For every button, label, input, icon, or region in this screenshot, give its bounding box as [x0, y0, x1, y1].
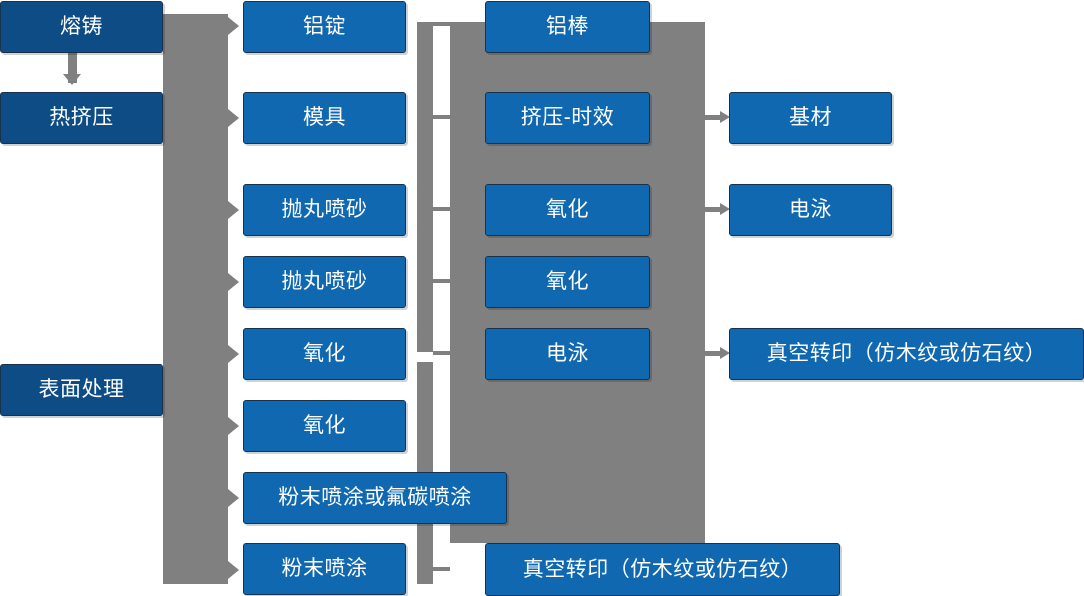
node-label: 氧化 [546, 198, 589, 222]
connector-tie-row4 [433, 279, 450, 283]
node-oxidation-col2-2[interactable]: 氧化 [243, 400, 406, 452]
node-extrusion-aging[interactable]: 挤压-时效 [485, 92, 650, 144]
node-surface-treatment[interactable]: 表面处理 [0, 364, 163, 416]
connector-stub-surface-to-trunk [163, 386, 175, 391]
node-label: 表面处理 [38, 378, 125, 402]
node-substrate[interactable]: 基材 [729, 92, 892, 144]
connector-arrow-col2-row1 [228, 17, 239, 35]
node-label: 热挤压 [49, 106, 114, 130]
node-label: 挤压-时效 [520, 106, 615, 130]
connector-arrow-col2-row6 [228, 417, 239, 435]
connector-trunk-left [163, 14, 228, 584]
node-label: 抛丸喷砂 [281, 198, 368, 222]
node-label: 氧化 [546, 270, 589, 294]
node-label: 铝棒 [546, 15, 589, 39]
connector-arrow-col2-row7 [228, 489, 239, 507]
connector-arrow-col2-row2 [228, 109, 239, 127]
node-vacuum-transfer-col3[interactable]: 真空转印（仿木纹或仿石纹） [485, 543, 840, 596]
node-oxidation-col3-2[interactable]: 氧化 [485, 256, 650, 308]
node-label: 基材 [789, 106, 832, 130]
connector-arrow-col2-row8 [228, 561, 239, 579]
node-powder-or-fluorocarbon-spraying[interactable]: 粉末喷涂或氟碳喷涂 [243, 472, 507, 524]
node-label: 熔铸 [60, 15, 103, 39]
connector-arrow-col4-vacuum-transfer [705, 347, 730, 359]
node-label: 氧化 [303, 342, 346, 366]
node-powder-spraying[interactable]: 粉末喷涂 [243, 543, 406, 595]
connector-arrow-col4-electrophoresis [705, 203, 730, 215]
connector-arrow-col2-row4 [228, 273, 239, 291]
node-hot-extrusion[interactable]: 热挤压 [0, 92, 163, 144]
node-label: 电泳 [789, 198, 832, 222]
node-aluminum-ingot[interactable]: 铝锭 [243, 1, 406, 53]
node-oxidation-col2-1[interactable]: 氧化 [243, 328, 406, 380]
connector-tie-row3 [433, 207, 450, 211]
node-label: 铝锭 [303, 15, 346, 39]
node-melt-casting[interactable]: 熔铸 [0, 1, 163, 53]
node-label: 氧化 [303, 414, 346, 438]
node-mold[interactable]: 模具 [243, 92, 406, 144]
node-vacuum-transfer-col4[interactable]: 真空转印（仿木纹或仿石纹） [729, 328, 1084, 380]
node-oxidation-col3-1[interactable]: 氧化 [485, 184, 650, 236]
node-electrophoresis-col4[interactable]: 电泳 [729, 184, 892, 236]
node-aluminum-bar[interactable]: 铝棒 [485, 1, 650, 53]
connector-arrow-melt-down [63, 74, 81, 85]
node-label: 真空转印（仿木纹或仿石纹） [522, 557, 803, 581]
connector-arrow-col2-row3 [228, 201, 239, 219]
connector-tie-row2 [433, 115, 450, 119]
connector-arrow-col4-substrate [705, 111, 730, 123]
node-label: 粉末喷涂 [281, 557, 368, 581]
node-shot-blasting-2[interactable]: 抛丸喷砂 [243, 256, 406, 308]
node-label: 电泳 [546, 342, 589, 366]
node-label: 真空转印（仿木纹或仿石纹） [766, 342, 1047, 366]
node-label: 粉末喷涂或氟碳喷涂 [278, 486, 472, 510]
connector-arrow-col2-row5 [228, 345, 239, 363]
node-label: 抛丸喷砂 [281, 270, 368, 294]
connector-tie-row6 [433, 567, 450, 571]
node-shot-blasting-1[interactable]: 抛丸喷砂 [243, 184, 406, 236]
connector-rail-col2 [417, 22, 433, 352]
node-electrophoresis-col3[interactable]: 电泳 [485, 328, 650, 380]
connector-tie-row1 [433, 22, 450, 26]
connector-stub-melt-to-extrude [68, 53, 77, 83]
node-label: 模具 [303, 106, 346, 130]
connector-tie-row5 [433, 351, 450, 355]
